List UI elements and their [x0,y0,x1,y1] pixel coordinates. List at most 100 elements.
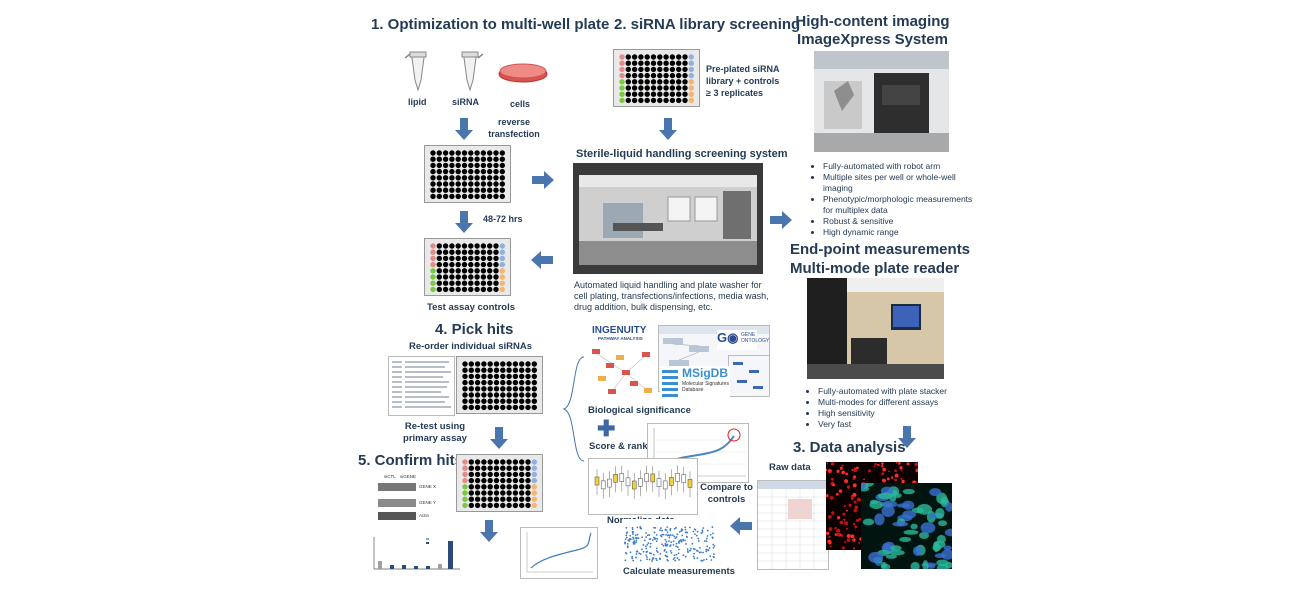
scatter-point [639,553,642,555]
well [519,373,525,380]
well [481,386,487,392]
scatter-point [632,541,635,544]
well [474,398,481,404]
well [430,175,436,181]
cell-nucleus [841,546,845,550]
well [631,91,638,97]
well [474,361,481,367]
well [493,268,499,274]
cell-nucleus [843,518,846,521]
well [455,168,461,175]
scatter-point [693,557,696,560]
well [436,274,442,280]
cell-nucleus [845,527,849,530]
well [461,249,468,255]
well [512,496,519,502]
go-logo: G◉ GENE ONTOLOGY [717,330,769,350]
scatter-point [689,549,691,552]
scatter-point [673,535,676,538]
reverse-transfection-label: reverse transfection [488,117,540,139]
scatter-point [626,545,629,548]
well [474,156,480,162]
cell-nucleus [841,464,844,467]
scatter-point [709,555,712,558]
well [442,181,449,187]
cell-nucleus [830,462,835,466]
scatter-point [664,538,667,541]
scatter-point [712,546,715,549]
cell-body [877,492,893,500]
well [493,404,500,411]
msigdb-logo: MSigDB [682,366,728,380]
box [619,473,625,482]
scatter-point [646,543,649,546]
well [512,379,519,386]
cell-nucleus [901,479,905,484]
well [480,255,487,262]
well [449,168,455,175]
well [436,255,442,262]
box [607,478,612,488]
well [461,261,468,268]
cell-nucleus [829,496,834,500]
cell-nucleus [854,505,859,510]
scatter-point [672,558,675,560]
arrow-down-icon [898,426,916,448]
well [449,175,455,181]
well [487,465,493,471]
well [493,187,499,193]
scatter-point [646,558,649,561]
well [462,404,468,411]
scatter-point [648,558,651,561]
well [682,54,688,60]
well [461,286,468,293]
well [500,484,506,490]
cell-body [885,554,897,559]
arrow-right-icon [770,211,792,229]
well [519,502,525,509]
well [493,471,500,478]
bio-significance-label: Biological significance [588,405,691,416]
step1-title: 1. Optimization to multi-well plate [371,16,610,33]
scatter-point [646,550,648,553]
well [436,243,442,249]
well [638,66,644,73]
well [493,274,499,280]
scatter-point [666,555,669,558]
well [676,66,682,73]
well [493,367,500,373]
well [474,404,481,411]
cell-nucleus [882,467,886,472]
well [525,361,531,367]
cell-nucleus [843,505,846,508]
cell-dish-icon [498,63,548,83]
well [499,187,505,193]
cell-nucleus [851,468,854,471]
cell-nucleus [853,500,857,504]
plate-reader-photo [807,278,944,379]
scatter-point [688,526,691,529]
well [676,85,682,91]
scatter-point [669,549,672,552]
cell-nucleus [856,497,861,502]
cell-body [945,502,952,512]
well [462,398,468,404]
well [430,181,436,187]
well [688,79,694,85]
well [468,150,474,156]
cells-label: cells [510,99,531,109]
well [436,280,442,286]
well [461,187,468,193]
well [481,404,487,411]
scatter-point [627,539,630,542]
well [499,268,505,274]
well [487,459,493,465]
retest-label: Re-test using primary assay [403,421,467,444]
arrow-down-icon [455,118,473,140]
cell-nucleus [888,470,890,473]
well [493,162,499,169]
well [493,490,500,496]
well [631,97,638,104]
box [656,478,662,487]
well [449,181,455,187]
